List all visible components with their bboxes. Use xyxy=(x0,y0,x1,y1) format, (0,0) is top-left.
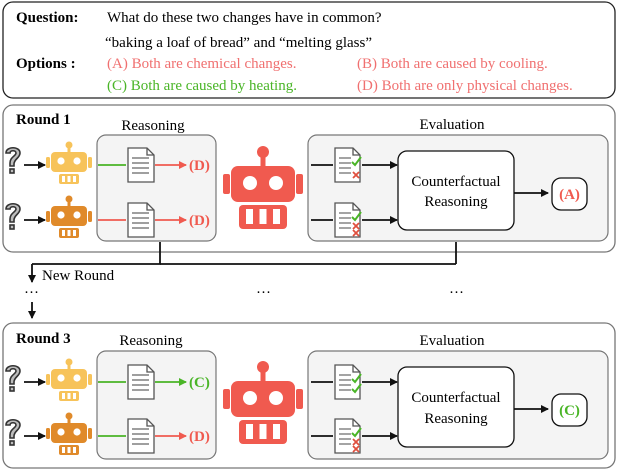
option-b: (B) Both are caused by cooling. xyxy=(357,56,548,72)
document-icon xyxy=(127,202,155,238)
option-c: (C) Both are caused by heating. xyxy=(107,78,297,94)
final-answer-box xyxy=(551,393,588,427)
checklist-icon xyxy=(334,147,362,183)
round-title: Round 1 xyxy=(16,112,71,128)
question-label: Question: xyxy=(16,10,79,26)
option-a: (A) Both are chemical changes. xyxy=(107,56,297,72)
counterfactual-reasoning-box xyxy=(397,150,515,231)
new-round-label: New Round xyxy=(42,268,115,284)
reasoning-label: Reasoning xyxy=(121,118,185,134)
final-answer-box xyxy=(551,177,588,211)
checklist-icon xyxy=(334,202,362,238)
round-title: Round 3 xyxy=(16,331,71,347)
agent-answer: (D) xyxy=(189,158,210,174)
round-3-panel: Round 3 Reasoning Evaluation (C) (D) Cou… xyxy=(2,322,616,469)
counterfactual-reasoning-box xyxy=(397,366,515,448)
agent-answer: (D) xyxy=(189,429,210,445)
ellipsis: ··· xyxy=(24,285,39,301)
document-icon xyxy=(127,364,155,400)
cf-line-1: Counterfactual xyxy=(411,390,500,406)
ellipsis: ··· xyxy=(256,285,271,301)
reasoning-label: Reasoning xyxy=(119,333,183,349)
checklist-icon xyxy=(334,364,362,400)
question-changes: “baking a loaf of bread” and “melting gl… xyxy=(105,35,372,51)
round-transition: New Round ··· ··· ··· xyxy=(24,242,464,319)
question-text: What do these two changes have in common… xyxy=(107,10,382,26)
agent-answer: (C) xyxy=(189,375,210,391)
ellipsis: ··· xyxy=(449,285,464,301)
final-answer: (C) xyxy=(559,403,580,419)
agent-answer: (D) xyxy=(189,213,210,229)
evaluation-label: Evaluation xyxy=(420,117,485,133)
cf-line-1: Counterfactual xyxy=(411,174,500,190)
document-icon xyxy=(127,147,155,183)
cf-line-2: Reasoning xyxy=(424,194,488,210)
evaluation-label: Evaluation xyxy=(420,333,485,349)
round-1-panel: Round 1 Reasoning Evaluation (D) (D) Cou… xyxy=(2,104,616,253)
document-icon xyxy=(127,418,155,454)
final-answer: (A) xyxy=(559,187,580,203)
checklist-icon xyxy=(334,418,362,454)
options-label: Options : xyxy=(16,56,76,72)
question-panel: Question: What do these two changes have… xyxy=(2,1,616,99)
cf-line-2: Reasoning xyxy=(424,411,488,427)
option-d: (D) Both are only physical changes. xyxy=(357,78,573,94)
